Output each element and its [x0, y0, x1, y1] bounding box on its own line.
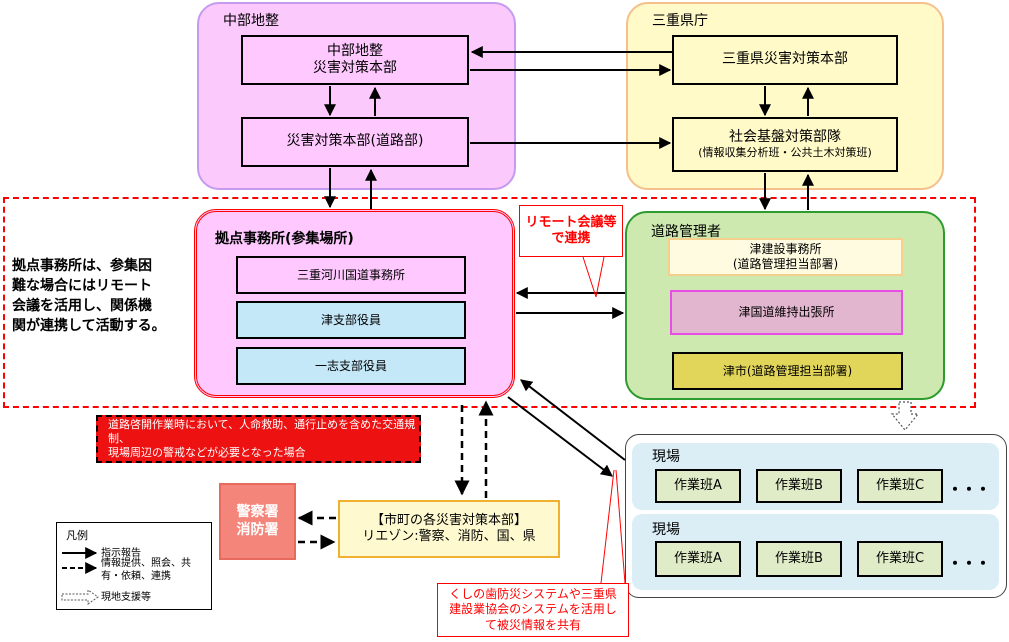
chubu-hq-box: 中部地整 災害対策本部: [241, 35, 469, 85]
road-admin-title: 道路管理者: [651, 224, 721, 240]
road-admin-item-1: 津建設事務所 (道路管理担当部署): [668, 238, 903, 276]
mie-infra-box: 社会基盤対策部隊 (情報収集分析班・公共土木対策班): [672, 117, 898, 172]
bottom-note-line1: くしの歯防災システムや三重県: [449, 586, 617, 601]
road-admin-item-3-label: 津市(道路管理担当部署): [722, 363, 853, 378]
left-note-line-1: 拠点事務所は、参集困: [12, 258, 152, 274]
police-fire-box: 警察署 消防署: [219, 483, 296, 560]
city-hq-line1: 【市町の各災害対策本部】: [370, 512, 527, 528]
site-1-team-b-label: 作業班B: [775, 477, 823, 493]
legend-item-3: 現地支援等: [101, 592, 151, 603]
site-2-team-b-label: 作業班B: [775, 550, 823, 566]
solid-arrows: [324, 46, 814, 477]
legend-arrows: [62, 547, 98, 574]
mie-group-title: 三重県庁: [652, 13, 708, 29]
site-2-team-a: 作業班A: [655, 541, 741, 577]
base-item-3-label: 一志支部役員: [314, 358, 387, 373]
police-label: 警察署: [236, 504, 279, 520]
site-1-team-c-label: 作業班C: [875, 477, 925, 493]
left-note-line-4: 関が連携して活動する。: [12, 318, 166, 334]
site-2-title: 現場: [652, 522, 680, 538]
site-2-team-c: 作業班C: [857, 541, 943, 577]
base-item-2-label: 津支部役員: [320, 312, 381, 327]
chubu-road-hq-box: 災害対策本部(道路部): [241, 117, 469, 167]
base-item-1: 三重河川国道事務所: [236, 256, 466, 294]
red-alert-line2: 現場周辺の警戒などが必要となった場合: [108, 445, 306, 459]
site-2-team-c-label: 作業班C: [875, 550, 925, 566]
mie-infra-line1: 社会基盤対策部隊: [729, 128, 841, 145]
remote-callout-line2: で連携: [551, 231, 591, 246]
support-arrow: [890, 401, 920, 431]
left-note-line-3: 会議を活用し、関係機: [12, 298, 152, 314]
road-admin-item-2: 津国道維持出張所: [670, 290, 903, 335]
base-item-1-label: 三重河川国道事務所: [296, 267, 405, 282]
site-2-more: ・・・: [947, 554, 991, 573]
site-1-more: ・・・: [947, 480, 991, 499]
mie-hq-label: 三重県災害対策本部: [722, 51, 848, 68]
bottom-note-line2: 建設業協会のシステムを活用し: [449, 602, 617, 617]
left-note-line-2: 難な場合にはリモート: [12, 278, 152, 294]
legend-item-2: 情報提供、照会、共有・依頼、連携: [101, 558, 191, 582]
mie-infra-line2: (情報収集分析班・公共土木対策班): [698, 146, 872, 160]
dashed-arrows: [297, 400, 494, 550]
chubu-road-hq-label: 災害対策本部(道路部): [286, 133, 424, 150]
left-note: 拠点事務所は、参集困 難な場合にはリモート 会議を活用し、関係機 関が連携して活…: [12, 256, 192, 336]
legend-item-1: 指示報告: [101, 548, 141, 559]
site-1-team-c: 作業班C: [857, 469, 943, 503]
road-admin-item-1-line2: (道路管理担当部署): [732, 257, 839, 271]
red-alert-line1: 道路啓開作業時において、人命救助、通行止めを含めた交通規制、: [108, 418, 416, 446]
remote-callout-line1: リモート会議等: [525, 214, 617, 230]
site-1-team-a: 作業班A: [655, 469, 741, 503]
site-1-title: 現場: [652, 449, 680, 465]
chubu-group-title: 中部地整: [223, 13, 279, 29]
fire-label: 消防署: [236, 521, 279, 538]
city-hq-box: 【市町の各災害対策本部】 リエゾン:警察、消防、国、県: [338, 500, 560, 558]
site-2-team-a-label: 作業班A: [674, 550, 722, 566]
chubu-hq-line2: 災害対策本部: [313, 60, 397, 76]
road-admin-item-1-line1: 津建設事務所: [749, 242, 822, 256]
remote-callout: リモート会議等 で連携: [519, 205, 623, 257]
site-1-team-a-label: 作業班A: [674, 477, 722, 493]
road-admin-item-3: 津市(道路管理担当部署): [672, 352, 903, 390]
chubu-hq-line1: 中部地整: [327, 42, 383, 59]
site-2-team-b: 作業班B: [756, 541, 842, 577]
legend-support-arrow: [61, 589, 99, 605]
callout-pointers: [582, 256, 626, 584]
road-admin-item-2-label: 津国道維持出張所: [738, 305, 835, 319]
red-alert-note: 道路啓開作業時において、人命救助、通行止めを含めた交通規制、 現場周辺の警戒など…: [96, 415, 421, 463]
base-office-title: 拠点事務所(参集場所): [215, 231, 354, 247]
bottom-note: くしの歯防災システムや三重県 建設業協会のシステムを活用し て被災情報を共有: [437, 583, 629, 637]
mie-hq-box: 三重県災害対策本部: [672, 35, 898, 85]
base-item-3: 一志支部役員: [236, 347, 466, 385]
site-1-team-b: 作業班B: [756, 469, 842, 503]
city-hq-line2: リエゾン:警察、消防、国、県: [362, 529, 536, 544]
legend-title: 凡例: [66, 529, 88, 542]
base-item-2: 津支部役員: [236, 301, 466, 339]
bottom-note-line3: て被災情報を共有: [484, 617, 581, 632]
